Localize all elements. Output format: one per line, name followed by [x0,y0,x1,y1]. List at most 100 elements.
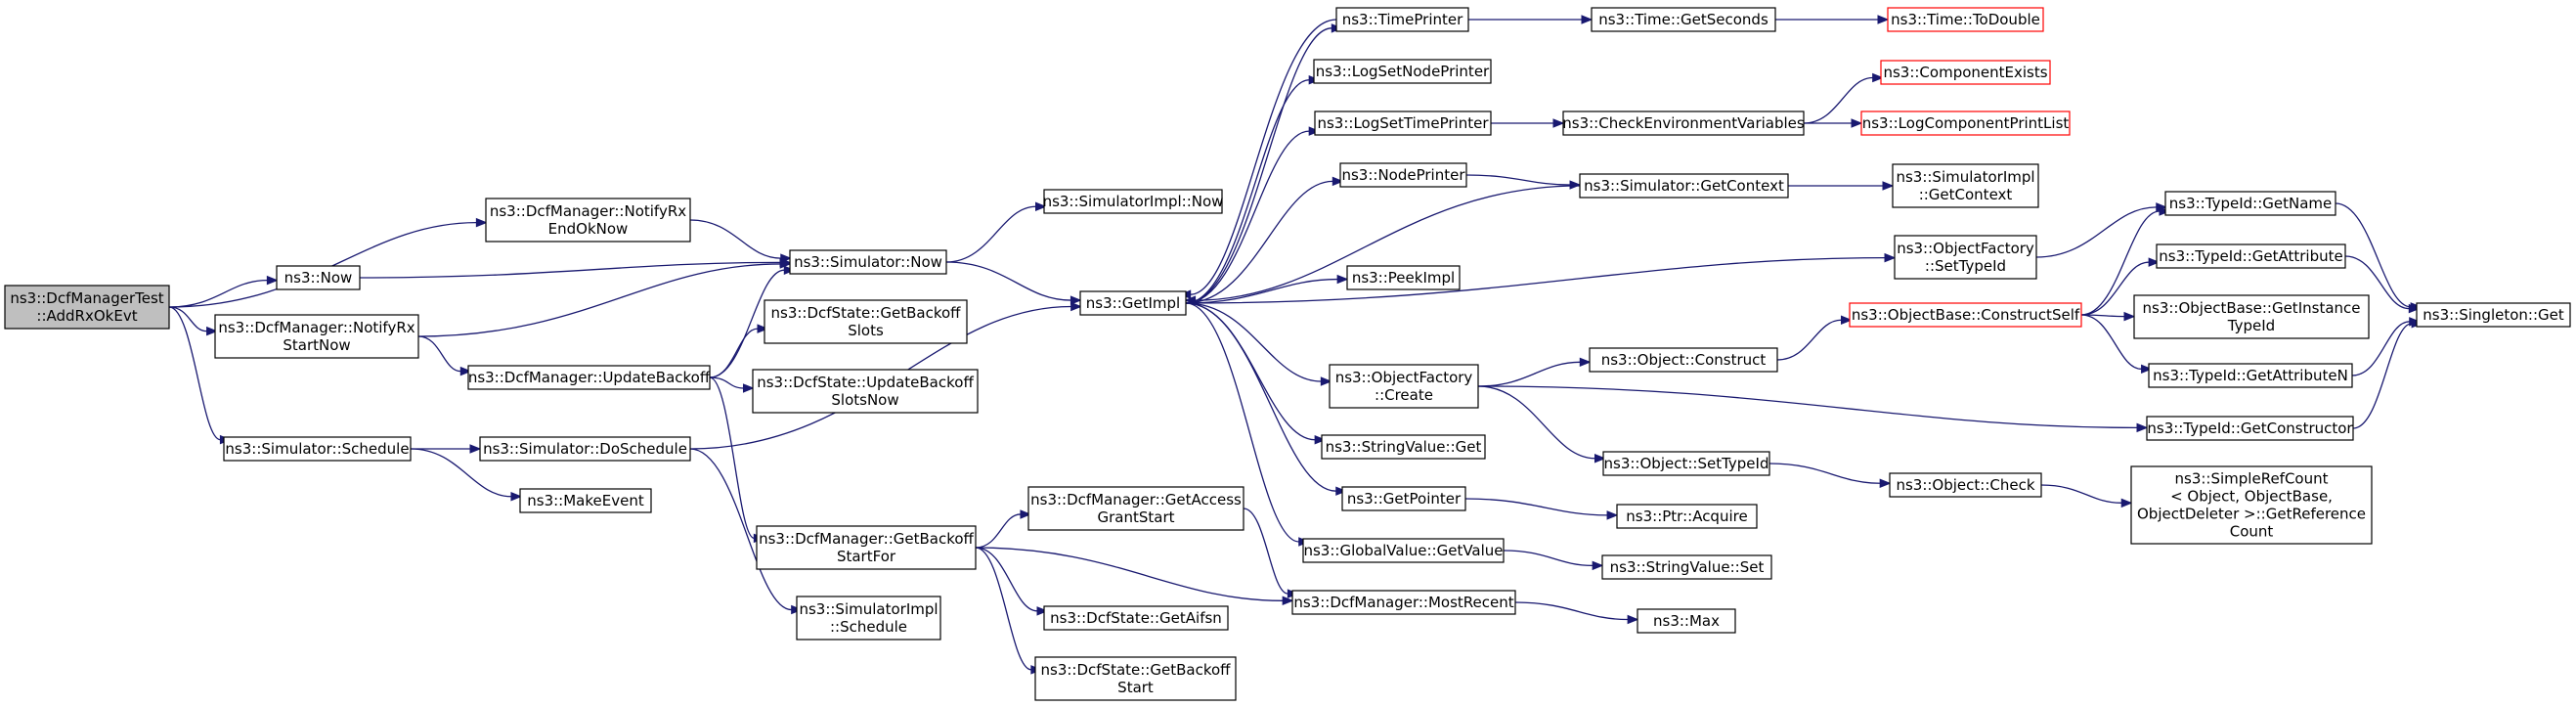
node-box[interactable] [756,525,977,570]
node-box[interactable] [796,596,941,641]
node-ptr-acquire[interactable]: ns3::Ptr::Acquire [1616,504,1758,529]
node-box[interactable] [1329,364,1479,409]
node-peek-impl[interactable]: ns3::PeekImpl [1346,265,1461,290]
node-box[interactable] [2130,465,2373,545]
node-box[interactable] [1591,7,1776,32]
node-log-component-print-list[interactable]: ns3::LogComponentPrintList [1860,110,2071,136]
node-type-id-get-attribute-n[interactable]: ns3::TypeId::GetAttributeN [2148,363,2353,388]
node-box[interactable] [1339,162,1467,188]
node-make-event[interactable]: ns3::MakeEvent [519,488,652,513]
node-box[interactable] [467,365,711,390]
node-box[interactable] [1880,60,2051,85]
node-get-aifsn[interactable]: ns3::DcfState::GetAifsn [1043,605,1229,631]
node-box[interactable] [1313,59,1492,84]
node-box[interactable] [1892,163,2039,208]
node-construct-self[interactable]: ns3::ObjectBase::ConstructSelf [1849,302,2082,328]
node-box[interactable] [1043,189,1223,214]
node-log-set-node-printer[interactable]: ns3::LogSetNodePrinter [1313,59,1492,84]
node-box[interactable] [1314,110,1492,136]
node-time-to-double[interactable]: ns3::Time::ToDouble [1887,7,2044,32]
node-now[interactable]: ns3::Now [276,265,361,290]
node-global-value-get-value[interactable]: ns3::GlobalValue::GetValue [1302,538,1505,563]
node-node-printer[interactable]: ns3::NodePrinter [1339,162,1467,188]
node-box[interactable] [2164,191,2336,216]
node-box[interactable] [1589,347,1778,373]
node-box[interactable] [1887,7,2044,32]
node-most-recent[interactable]: ns3::DcfManager::MostRecent [1291,590,1516,615]
node-box[interactable] [2416,302,2571,328]
node-box[interactable] [2148,363,2353,388]
node-schedule[interactable]: ns3::Simulator::Schedule [223,436,412,462]
node-box[interactable] [1601,554,1772,580]
node-sim-impl-schedule[interactable]: ns3::SimulatorImpl::Schedule [796,596,941,641]
node-string-value-get[interactable]: ns3::StringValue::Get [1321,434,1486,460]
node-box[interactable] [1302,538,1505,563]
node-get-impl[interactable]: ns3::GetImpl [1079,290,1187,316]
node-box[interactable] [1321,434,1486,460]
node-box[interactable] [764,299,968,344]
node-simple-ref-count[interactable]: ns3::SimpleRefCount< Object, ObjectBase,… [2130,465,2373,545]
node-box[interactable] [1602,451,1770,476]
node-box[interactable] [1579,173,1789,199]
node-sim-now[interactable]: ns3::Simulator::Now [789,249,947,275]
node-type-id-get-constructor[interactable]: ns3::TypeId::GetConstructor [2146,416,2354,441]
node-box[interactable] [1335,7,1469,32]
node-box[interactable] [1894,235,2037,280]
node-box[interactable] [223,436,412,462]
node-box[interactable] [2156,243,2346,269]
node-do-schedule[interactable]: ns3::Simulator::DoSchedule [479,436,691,462]
node-object-factory-create[interactable]: ns3::ObjectFactory::Create [1329,364,1479,409]
node-log-set-time-printer[interactable]: ns3::LogSetTimePrinter [1314,110,1492,136]
node-box[interactable] [1562,110,1805,136]
node-update-backoff[interactable]: ns3::DcfManager::UpdateBackoff [467,365,711,390]
node-time-get-seconds[interactable]: ns3::Time::GetSeconds [1591,7,1776,32]
node-object-factory-set-type-id[interactable]: ns3::ObjectFactory::SetTypeId [1894,235,2037,280]
node-box[interactable] [1043,605,1229,631]
node-box[interactable] [4,285,170,330]
node-root[interactable]: ns3::DcfManagerTest::AddRxOkEvt [4,285,170,330]
node-box[interactable] [276,265,361,290]
node-box[interactable] [1341,486,1466,511]
node-type-id-get-attribute[interactable]: ns3::TypeId::GetAttribute [2156,243,2346,269]
node-box[interactable] [1291,590,1516,615]
node-box[interactable] [485,198,691,243]
node-object-check[interactable]: ns3::Object::Check [1889,472,2042,498]
node-box[interactable] [1079,290,1187,316]
node-box[interactable] [1860,110,2071,136]
node-box[interactable] [1027,486,1244,531]
node-check-env-vars[interactable]: ns3::CheckEnvironmentVariables [1562,110,1805,136]
node-box[interactable] [519,488,652,513]
node-singleton-get[interactable]: ns3::Singleton::Get [2416,302,2571,328]
node-string-value-set[interactable]: ns3::StringValue::Set [1601,554,1772,580]
node-sim-get-context[interactable]: ns3::Simulator::GetContext [1579,173,1789,199]
node-box[interactable] [2133,294,2370,339]
node-sim-impl-now[interactable]: ns3::SimulatorImpl::Now [1043,189,1224,214]
node-box[interactable] [1889,472,2042,498]
node-box[interactable] [1849,302,2082,328]
node-box[interactable] [479,436,691,462]
node-box[interactable] [1616,504,1758,529]
node-box[interactable] [752,369,979,414]
node-time-printer[interactable]: ns3::TimePrinter [1335,7,1469,32]
node-box[interactable] [1034,656,1237,701]
node-object-set-type-id[interactable]: ns3::Object::SetTypeId [1602,451,1770,476]
node-box[interactable] [214,314,419,359]
node-box[interactable] [1346,265,1461,290]
node-object-construct[interactable]: ns3::Object::Construct [1589,347,1778,373]
node-sim-impl-get-context[interactable]: ns3::SimulatorImpl::GetContext [1892,163,2039,208]
node-box[interactable] [789,249,947,275]
node-get-pointer[interactable]: ns3::GetPointer [1341,486,1466,511]
node-type-id-get-name[interactable]: ns3::TypeId::GetName [2164,191,2336,216]
node-max[interactable]: ns3::Max [1637,608,1736,634]
node-box[interactable] [1637,608,1736,634]
node-component-exists[interactable]: ns3::ComponentExists [1880,60,2051,85]
node-box[interactable] [2146,416,2354,441]
